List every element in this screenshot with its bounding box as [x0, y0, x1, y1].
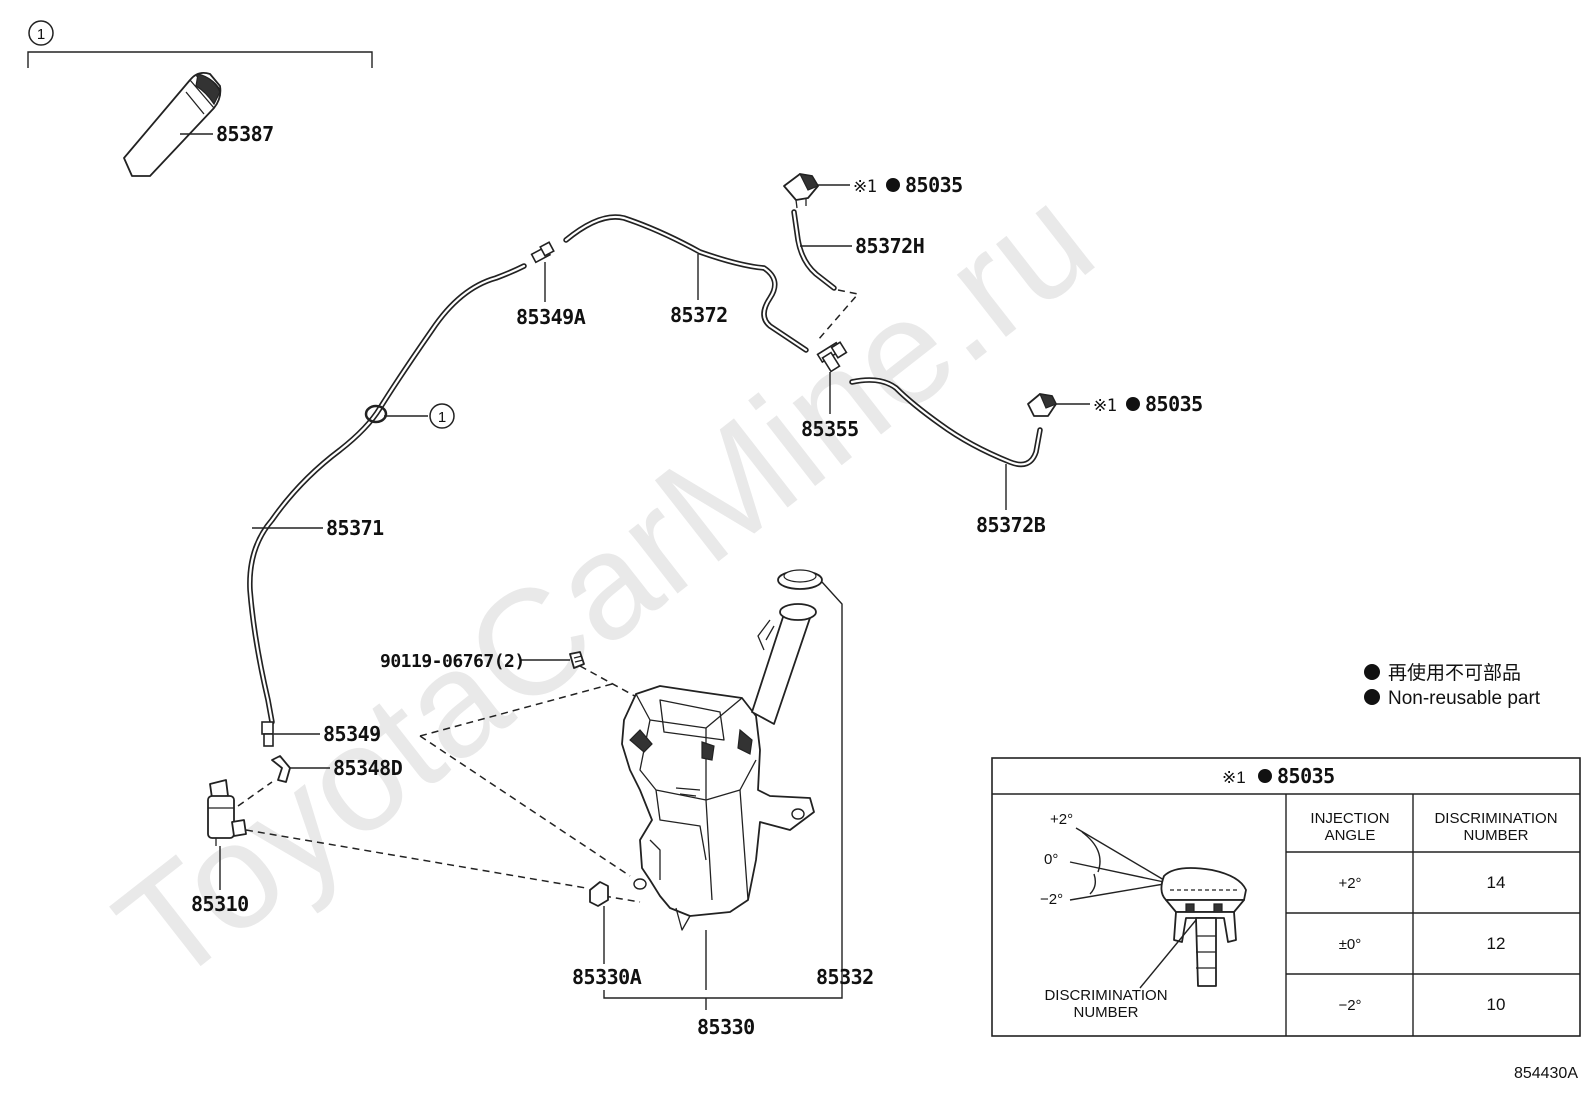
pump-85310[interactable]	[207, 779, 247, 846]
header-disc-2: NUMBER	[1463, 827, 1528, 844]
joint-85355[interactable]	[816, 341, 848, 373]
label-85371: 85371	[326, 516, 384, 540]
label-85330A: 85330A	[572, 965, 642, 989]
label-85387: 85387	[216, 122, 274, 146]
group-marker-number: 1	[37, 26, 45, 43]
elbow-85348D[interactable]	[271, 755, 291, 783]
row-1-number: 12	[1487, 934, 1506, 953]
inset-disc-label-1: DISCRIMINATION	[1044, 987, 1167, 1004]
hose-85372[interactable]	[563, 214, 809, 353]
label-85035-right: 85035	[1145, 392, 1203, 416]
row-2-angle: −2°	[1338, 997, 1361, 1014]
legend-dot-1	[1364, 664, 1380, 680]
hose-cover-85387[interactable]	[123, 71, 222, 177]
diagram-code: 854430A	[1514, 1065, 1578, 1082]
label-85035-top: 85035	[905, 173, 963, 197]
non-reusable-dot-right	[1126, 397, 1140, 411]
nozzle-inset: ※1 85035 INJECTION ANGLE DISCRIMINATION …	[991, 757, 1581, 1037]
label-85355: 85355	[801, 417, 859, 441]
inset-disc-label-2: NUMBER	[1073, 1004, 1138, 1021]
non-reusable-dot-top	[886, 178, 900, 192]
label-85349A: 85349A	[516, 305, 586, 329]
inset-title-dot	[1258, 769, 1272, 783]
label-85332: 85332	[816, 965, 874, 989]
note-mark-right: ※1	[1093, 396, 1117, 416]
row-0-number: 14	[1487, 873, 1506, 892]
grommet-85330A[interactable]	[589, 881, 609, 907]
nozzle-85035-top[interactable]	[783, 173, 819, 209]
callout-marker: 1	[429, 403, 455, 429]
angle-plus-label: +2°	[1050, 811, 1073, 828]
inset-nozzle	[1160, 867, 1247, 987]
row-2-number: 10	[1487, 995, 1506, 1014]
legend-line-2: Non-reusable part	[1388, 688, 1541, 709]
cap-85332[interactable]	[777, 569, 823, 590]
callout-marker-number: 1	[438, 409, 446, 426]
bolt-90119-06767[interactable]	[569, 651, 585, 669]
hose-85371[interactable]	[247, 263, 527, 725]
joint-85349[interactable]	[261, 721, 274, 747]
note-mark-top: ※1	[853, 177, 877, 197]
row-0-angle: +2°	[1338, 875, 1361, 892]
legend-line-1: 再使用不可部品	[1388, 662, 1521, 684]
label-85372: 85372	[670, 303, 728, 327]
header-angle-2: ANGLE	[1325, 827, 1376, 844]
legend-dot-2	[1364, 689, 1380, 705]
header-angle-1: INJECTION	[1310, 810, 1389, 827]
label-85372B: 85372B	[976, 513, 1046, 537]
angle-zero-label: 0°	[1044, 851, 1058, 868]
label-85349: 85349	[323, 722, 381, 746]
label-85372H: 85372H	[855, 234, 924, 258]
label-85330: 85330	[697, 1015, 755, 1039]
hose-85372B[interactable]	[849, 377, 1043, 468]
row-1-angle: ±0°	[1339, 936, 1362, 953]
header-disc-1: DISCRIMINATION	[1434, 810, 1557, 827]
inset-title-part: 85035	[1277, 764, 1335, 788]
label-85348D: 85348D	[333, 756, 403, 780]
inset-title-mark: ※1	[1222, 768, 1246, 787]
hose-85372H[interactable]	[791, 209, 837, 291]
label-90119-06767: 90119-06767(2)	[380, 651, 525, 672]
label-85310: 85310	[191, 892, 249, 916]
legend: 再使用不可部品 Non-reusable part	[1364, 662, 1541, 709]
angle-minus-label: −2°	[1040, 891, 1063, 908]
washer-tank-85330[interactable]	[621, 603, 817, 931]
joint-85349A[interactable]	[530, 241, 555, 264]
nozzle-85035-right[interactable]	[1027, 393, 1057, 417]
group-marker: 1	[27, 20, 373, 68]
